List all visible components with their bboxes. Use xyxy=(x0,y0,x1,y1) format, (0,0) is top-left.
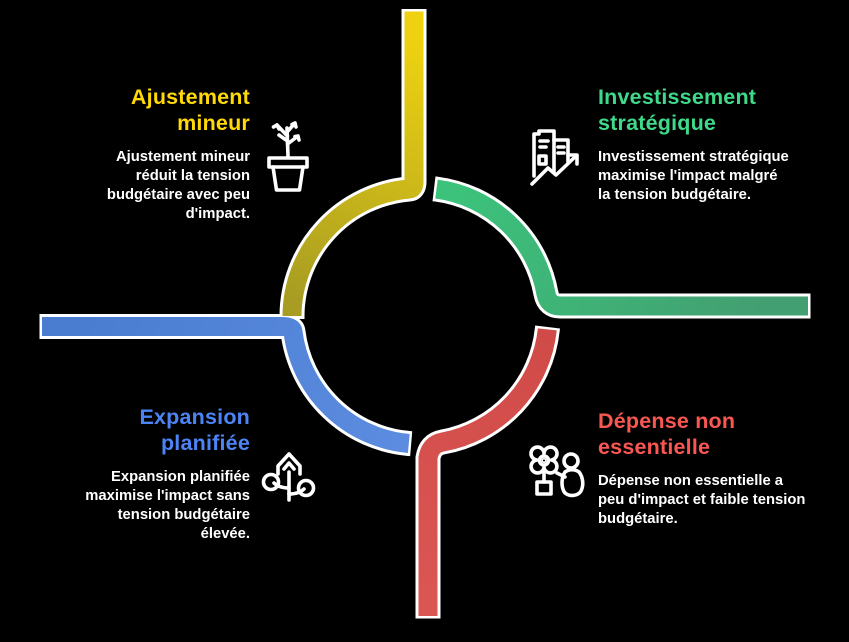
flower-watering-icon xyxy=(524,444,590,502)
quadrant-description: Dépense non essentielle a peu d'impact e… xyxy=(598,473,806,527)
quadrant-top-right: Investissement stratégique Investissemen… xyxy=(598,84,793,205)
ring-segment-yellow xyxy=(282,11,424,317)
quadrant-top-left: Ajustement mineur Ajustement mineur rédu… xyxy=(75,84,250,224)
quadrant-bottom-right: Dépense non essentielle Dépense non esse… xyxy=(598,408,813,529)
quadrant-description: Investissement stratégique maximise l'im… xyxy=(598,149,789,203)
ring-segment-blue xyxy=(42,317,410,453)
plant-pot-icon xyxy=(262,114,314,194)
quadrant-bottom-left: Expansion planifiée Expansion planifiée … xyxy=(75,404,250,544)
quadrant-title: Investissement stratégique xyxy=(598,85,757,135)
quadrant-description: Expansion planifiée maximise l'impact sa… xyxy=(85,469,250,542)
buildings-growth-icon xyxy=(524,128,596,190)
ring-segment-green xyxy=(435,179,808,316)
quadrant-title: Dépense non essentielle xyxy=(598,409,736,459)
ring-segment-red xyxy=(418,328,557,616)
quadrant-title: Ajustement mineur xyxy=(130,85,250,135)
quadrant-title: Expansion planifiée xyxy=(139,405,250,455)
quadrant-description: Ajustement mineur réduit la tension budg… xyxy=(106,149,250,222)
growth-arrow-icon xyxy=(260,442,318,504)
